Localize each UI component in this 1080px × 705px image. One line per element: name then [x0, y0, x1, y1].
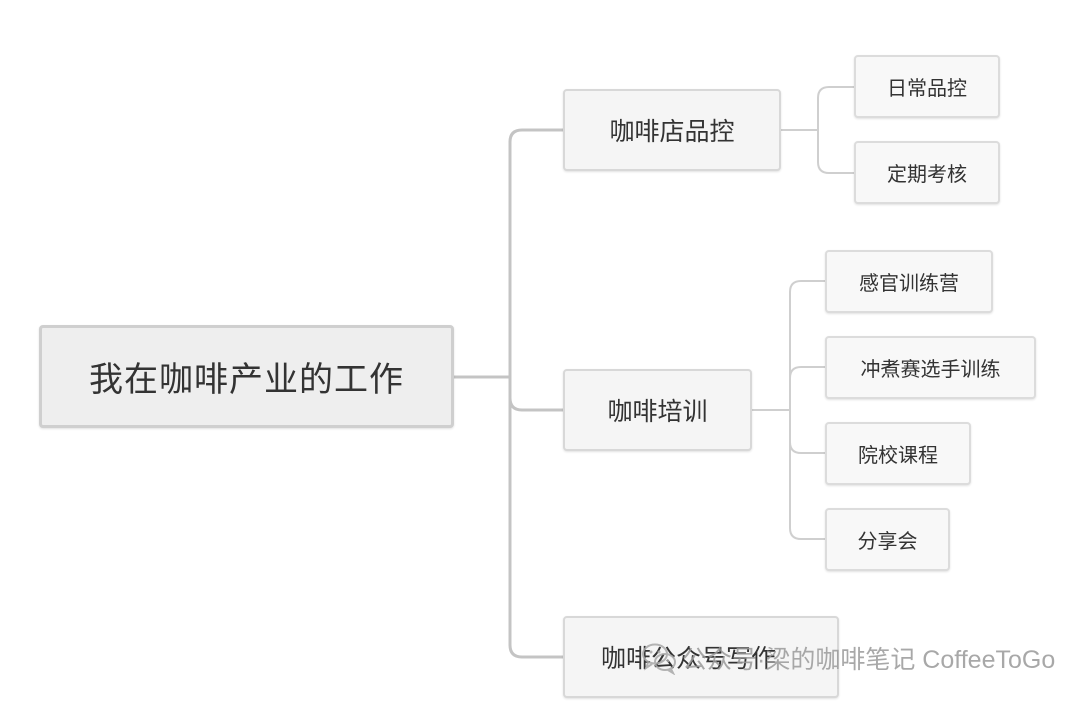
leaf-node-daily-qc[interactable]: 日常品控: [854, 55, 1000, 118]
leaf-node-periodic-assessment[interactable]: 定期考核: [854, 141, 1000, 204]
connector-b1-2: [817, 129, 855, 174]
connector-branch-2: [508, 375, 565, 412]
connector-b2-4: [789, 409, 826, 540]
branch-node-label: 咖啡店品控: [609, 117, 735, 146]
wechat-icon: [642, 643, 676, 675]
connector-branch-3: [508, 375, 565, 659]
branch-node-label: 咖啡公众号写作: [601, 644, 777, 673]
branch-node-label: 咖啡培训: [607, 397, 708, 426]
leaf-node-sharing-session[interactable]: 分享会: [825, 508, 950, 571]
leaf-node-brewing-competition-training[interactable]: 冲煮赛选手训练: [825, 336, 1036, 399]
branch-node-cafe-qc[interactable]: 咖啡店品控: [563, 89, 781, 171]
connector-b1-1: [817, 86, 855, 131]
connector-b2-2: [789, 366, 826, 411]
root-node-label: 我在咖啡产业的工作: [89, 360, 404, 400]
leaf-node-sensory-camp[interactable]: 感官训练营: [825, 250, 993, 313]
watermark: 公众号·梁的咖啡笔记 CoffeeToGo: [640, 636, 1055, 680]
leaf-node-label: 定期考核: [887, 162, 967, 186]
leaf-node-label: 院校课程: [858, 443, 938, 467]
root-node[interactable]: 我在咖啡产业的工作: [39, 325, 454, 428]
watermark-text: 公众号·梁的咖啡笔记 CoffeeToGo: [682, 646, 1056, 674]
leaf-node-college-courses[interactable]: 院校课程: [825, 422, 971, 485]
leaf-node-label: 分享会: [857, 529, 918, 553]
connector-branch-1: [508, 128, 565, 379]
branch-node-wechat-writing[interactable]: 咖啡公众号写作: [563, 616, 839, 698]
connector-b2-3: [789, 409, 826, 454]
leaf-node-label: 冲煮赛选手训练: [860, 357, 1001, 381]
connector-b2-1: [789, 280, 826, 411]
leaf-node-label: 日常品控: [887, 76, 967, 100]
branch-node-coffee-training[interactable]: 咖啡培训: [563, 369, 752, 451]
leaf-node-label: 感官训练营: [859, 271, 959, 295]
